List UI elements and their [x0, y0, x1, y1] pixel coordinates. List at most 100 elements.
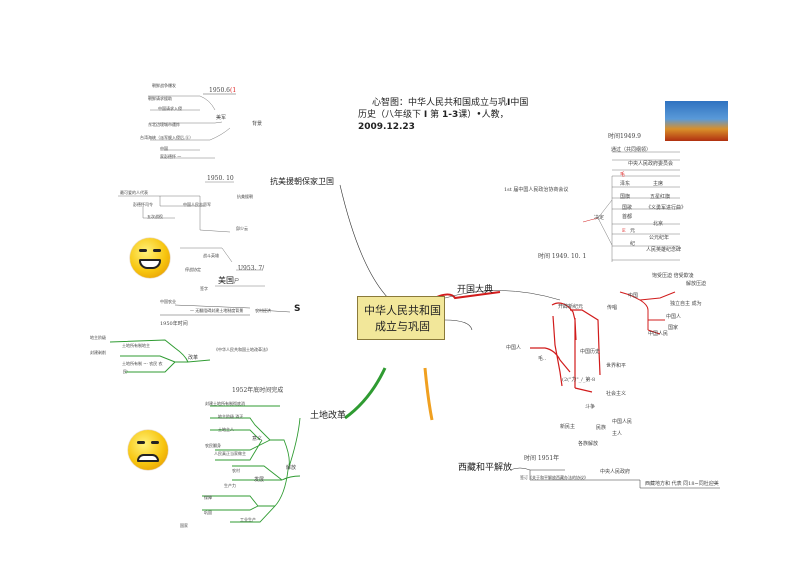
center-topic: 中华人民共和国 成立与巩固 [357, 296, 445, 340]
label-pengde: 彭德怀司令 [133, 202, 153, 207]
center-topic-line2: 成立与巩固 [375, 320, 430, 333]
label-time-1949-10-1: 时间 1949. 10. 1 [538, 253, 587, 260]
label-1950-10: 1950. 10 [207, 175, 234, 182]
label-kaipi: 开辟新纪元 [558, 304, 584, 310]
tiananmen-photo [665, 101, 728, 141]
label-1952: 1952年底时间完成 [232, 387, 284, 394]
label-kaiguo-left-2: 毛.. [538, 356, 547, 362]
label-chuanlian: 传唱 [607, 305, 618, 311]
label-time-1949-9: 时间1949.9 [608, 133, 641, 140]
branch-label-xizang: 西藏和平解放 [458, 463, 513, 473]
label-renmin-jiefang: 人民真正当家做主 [214, 451, 246, 456]
label-beijing-background: 背景 [252, 121, 263, 127]
branch-kangmei [339, 184, 391, 301]
label-meidi: 美军 [216, 115, 227, 121]
label-shoudu: 首都 [622, 214, 633, 220]
label-s: S [294, 304, 301, 314]
branch-tudi [344, 367, 387, 420]
label-kangmei-9: 家彭德怀 一 [160, 154, 182, 159]
label-zhongguo: 中国 [628, 293, 639, 299]
branch-xizang [423, 367, 434, 421]
label-zhongyang: 中央人民政府委员会 [628, 161, 674, 167]
label-kaiguo-left-3: (2("力"_/_第-8 [562, 377, 596, 383]
label-zhongguo-ren: 中国人 [666, 314, 682, 320]
grimace-face-icon [128, 430, 168, 470]
label-tongguo: 通过（共同纲领） [611, 147, 652, 153]
label-fengjian-jiejue: 封建土地所有制彻底消 [205, 401, 245, 406]
label-time-1951: 时间 1951年 [524, 455, 560, 462]
branch-kaiguo-2 [444, 319, 473, 331]
label-zhengxie: 1st 届中国人民政治协商会议 [504, 187, 569, 193]
label-baozhang: 保障 [204, 495, 212, 500]
label-shehui: 社会主义 [606, 391, 627, 397]
label-kangmei-7: 中国 [160, 146, 168, 151]
label-tudi-bg: 一 无翻阻碍封建土地制度背景 [190, 308, 244, 313]
label-gaige: 改革 [188, 355, 199, 361]
label-1953-7: U953. 7/ [238, 265, 265, 272]
label-nong: 民' [123, 369, 129, 374]
label-gong: 巩固 [204, 510, 212, 515]
label-gong: E [622, 228, 626, 234]
label-1950-6: 1950.6(1 [209, 87, 237, 94]
label-jiefang: 解放 [286, 465, 297, 471]
label-mao: 毛 [620, 172, 626, 178]
label-xizang-zhongyang: 中央人民政府 [600, 469, 631, 475]
label-time-1950: 1950年时间 [160, 321, 188, 327]
label-jiefangzhe: 主人 [612, 431, 623, 437]
label-guoqi: 国旗 [620, 194, 631, 200]
label-kangmei-1: 朝鲜战争爆发 [152, 83, 176, 88]
label-zuike: 最可爱的人代表 [120, 190, 148, 195]
happy-face-icon [130, 238, 170, 278]
label-nongmin-jiefang: 农民翻身 [205, 443, 221, 448]
label-dizhu: 地主阶级 [90, 335, 106, 340]
label-guanyu: 中国人民 [612, 419, 633, 425]
label-guojia: 国家 [668, 325, 679, 331]
label-jinian: 公元纪年 [649, 235, 670, 241]
label-kaiguo-left-5: 新民主 [560, 424, 576, 430]
label-qianshu: 签字 [200, 286, 208, 291]
label-tudi-suoyou: 土地所有制 ~- 农民 农 [122, 361, 163, 366]
arm-center-right [444, 290, 561, 301]
label-beijing: 北京 [653, 221, 664, 227]
label-tudi-law: 《中华人民共和国土地改革法》 [214, 347, 270, 352]
label-zhuxi-row: 泽东 [620, 181, 631, 187]
title-line-1: 心智图：中华人民共和国成立与巩I中国 [372, 98, 529, 108]
label-jiedong: 饱受压迫 倍受欺凌 [652, 273, 694, 279]
title-line-2: 历史（八年级下 I 第 1-3课）•人教， [358, 110, 509, 120]
label-zhongguo-nong: 中国农业 [160, 299, 176, 304]
label-qiu: 邱少云 [236, 226, 248, 231]
label-jueding: 决定 [594, 215, 605, 221]
label-yuan: 元 [630, 228, 636, 234]
label-wuxing: 五星红旗 [650, 194, 671, 200]
label-xizang-daibiao: 西藏地方和 代表 同18~同杜迎美 [645, 481, 719, 487]
label-fazhan: 发展 [254, 477, 265, 483]
red-tree [530, 302, 601, 393]
branch-label-kaiguo: 开国大典 [457, 285, 494, 295]
label-kaiguo-left-4: 斗争 [585, 404, 596, 410]
label-wuci: 五次战役 [147, 214, 163, 219]
label-dizhu-jiefang: 土地所有制地主 [122, 343, 150, 348]
label-guoge: 国歌 [622, 205, 633, 211]
label-yiyi: 意义 [252, 436, 263, 442]
label-duli: 独立自主 成为 [670, 301, 702, 307]
red-tree-2 [619, 291, 676, 335]
label-nongcun: 农村 [232, 468, 240, 473]
label-zhongguo-lishi: 中国历史 [580, 349, 601, 355]
label-kangmei-6: 台湾海峡（派军舰入侵后,⑤） [140, 135, 194, 140]
label-zhuxi: 主席 [653, 181, 664, 187]
label-xizang-qianding: 签订《关于和平解放西藏办法的协议》 [520, 475, 588, 480]
green-tree-upper [109, 339, 211, 373]
label-kangmei-5: 东北边境城市遭炸 [148, 122, 180, 127]
center-topic-line1: 中华人民共和国 [364, 304, 441, 317]
label-ji: 纪 [630, 241, 636, 247]
label-tudi-zhuren: 土地主人 [218, 427, 234, 432]
label-renmin-monument: 人民英雄纪念碑 [646, 247, 682, 253]
title-date: 2009.12.23 [358, 122, 415, 132]
label-zhiyuan: 中国人民志愿军 [183, 202, 211, 207]
label-meiguo: 美国尸 [218, 276, 240, 285]
label-dizhu-jieji: 地主阶级 消灭 [218, 414, 244, 419]
label-kaiguo-left-7: 各族解放 [578, 441, 599, 447]
label-jinian-hero: 战斗英雄 [203, 253, 219, 258]
label-renmin-ren: 中国人民 [648, 331, 669, 337]
